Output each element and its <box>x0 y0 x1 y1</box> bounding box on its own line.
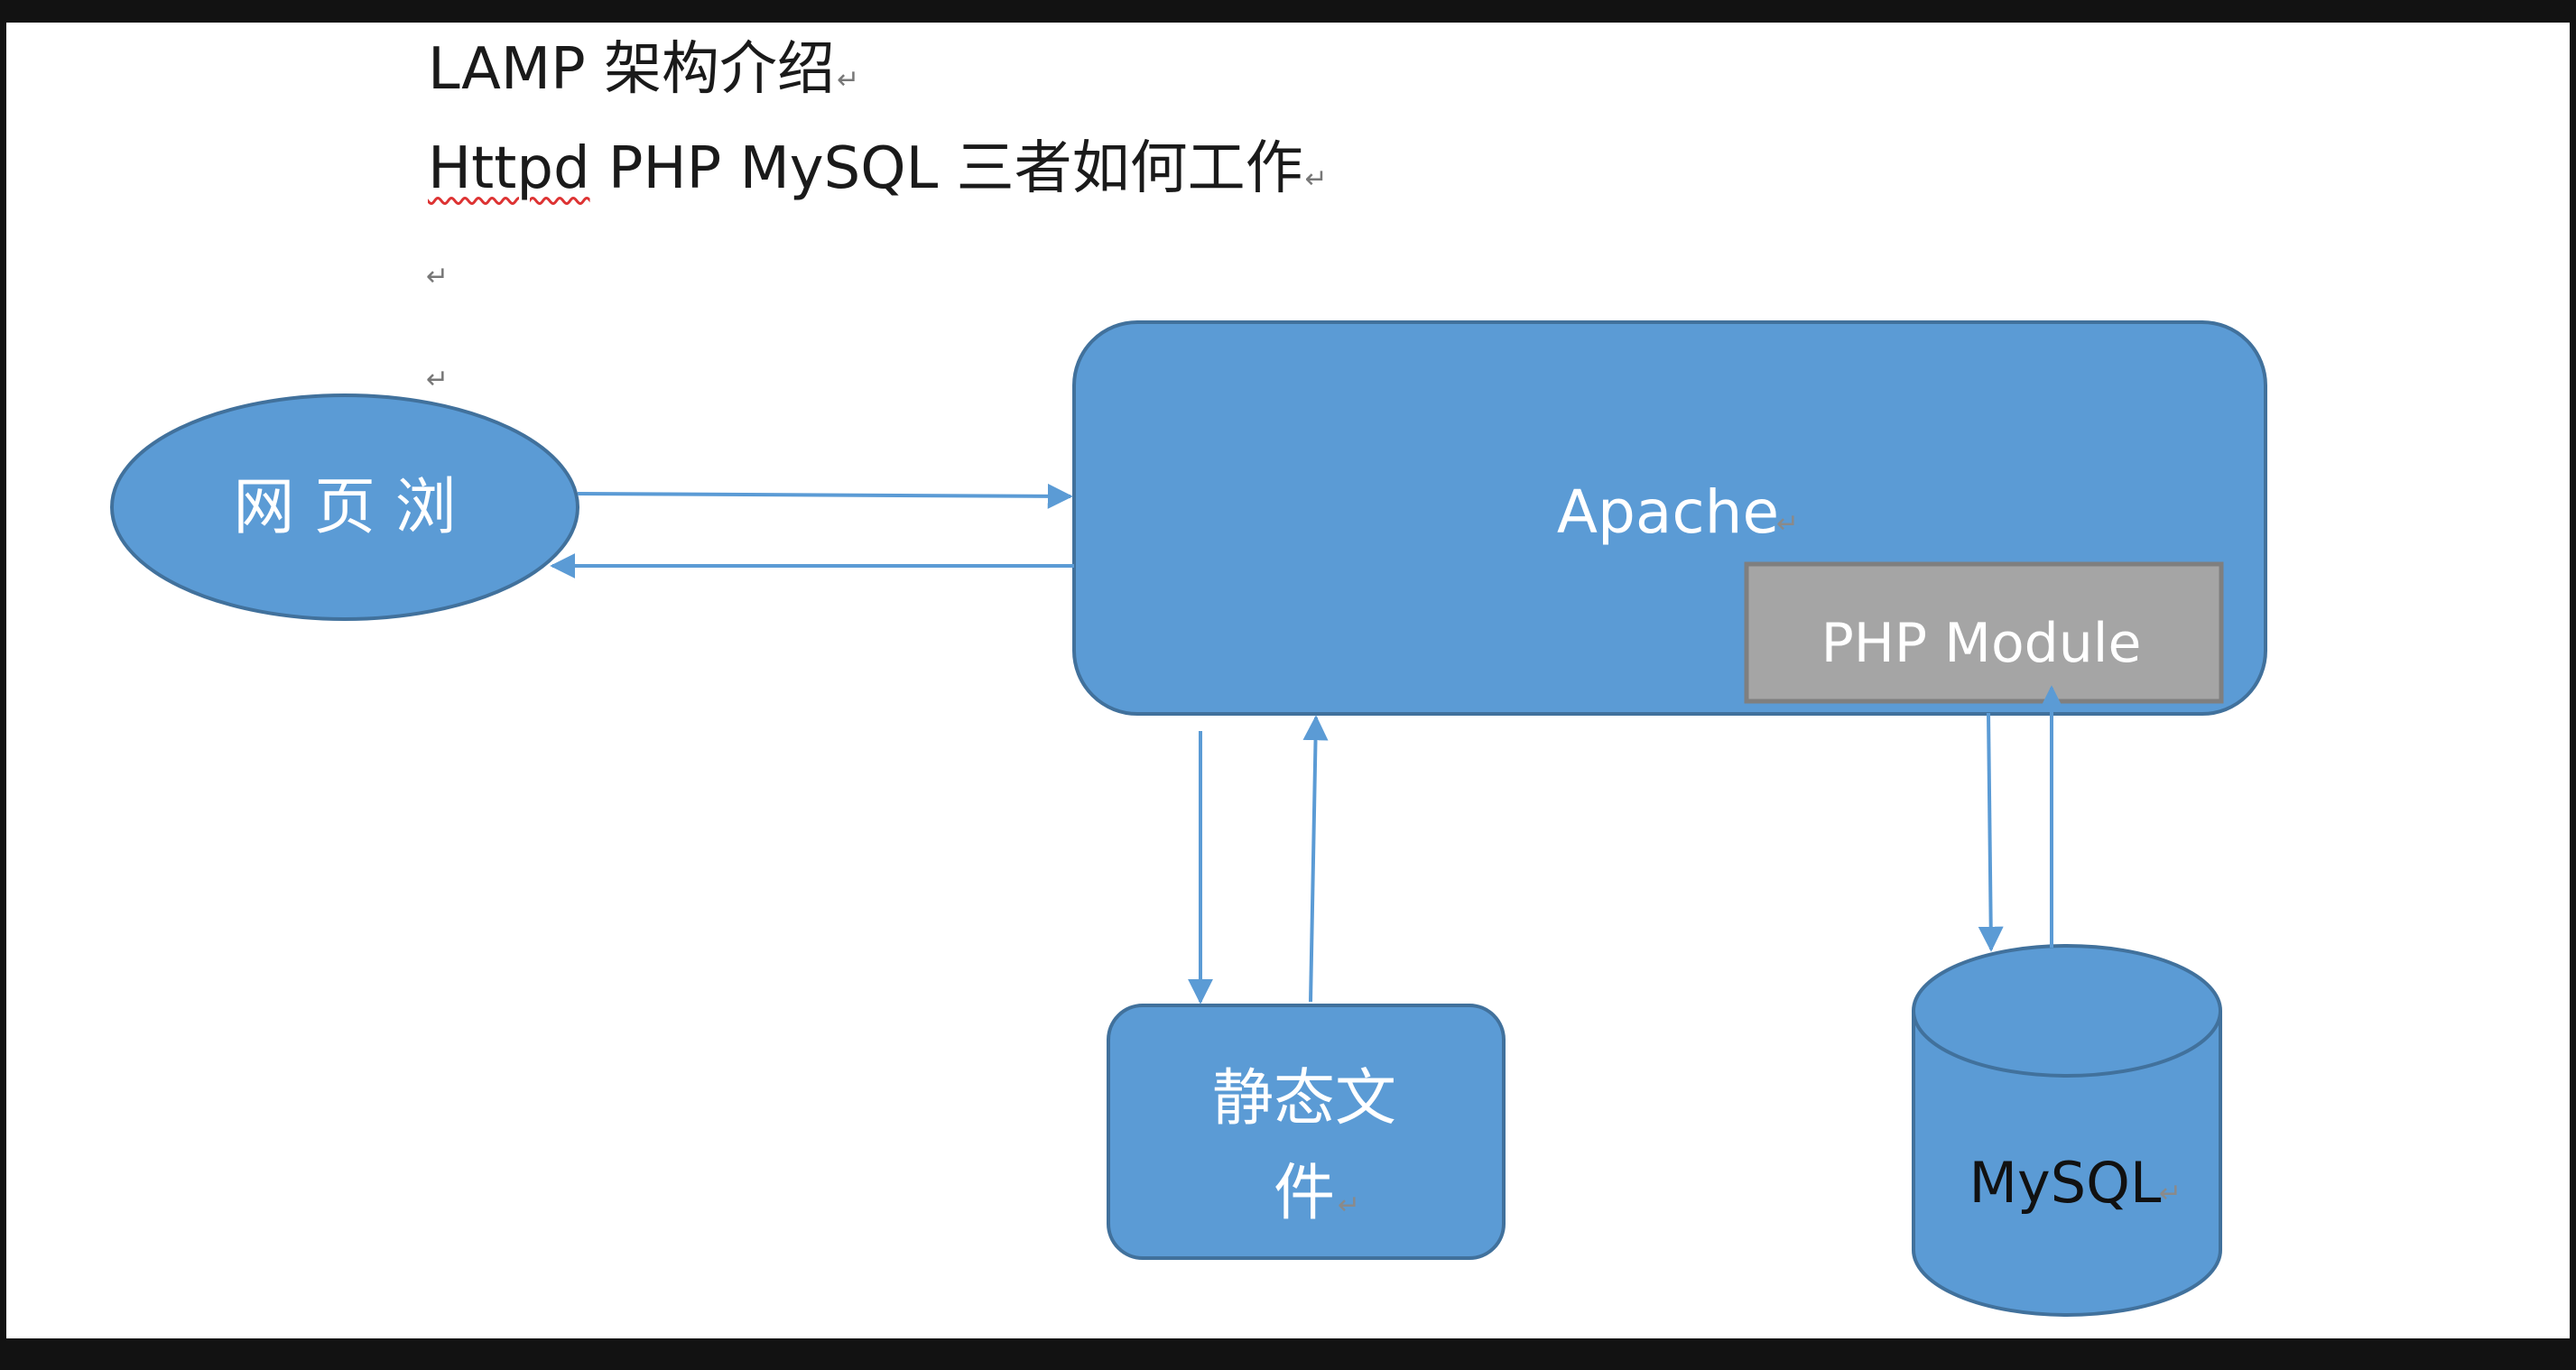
static-files-label-line2: 件 <box>1274 1158 1335 1229</box>
empty-paragraph-mark-icon: ↵ <box>426 261 449 292</box>
arrow-browser-to-apache <box>577 483 1073 509</box>
paragraph-mark-icon: ↵ <box>1338 1189 1360 1221</box>
browser-label: 网 页 浏 <box>233 472 456 543</box>
paragraph-mark-icon: ↵ <box>1776 508 1799 540</box>
mysql-node: MySQL ↵ <box>1912 944 2222 1317</box>
empty-paragraph-mark-icon: ↵ <box>426 364 449 395</box>
mysql-cylinder-body <box>1912 1011 2222 1317</box>
paragraph-mark-icon: ↵ <box>2159 1178 2182 1209</box>
doc-heading: LAMP 架构介绍 <box>428 36 836 103</box>
static-files-box <box>1107 1004 1506 1260</box>
mysql-cylinder-top <box>1912 944 2222 1078</box>
arrow-static-files-to-apache <box>1302 715 1329 1003</box>
doc-heading-line: LAMP 架构介绍↵ <box>428 41 859 98</box>
doc-subheading-httpd: Httpd <box>428 135 590 202</box>
mysql-label: MySQL <box>1969 1150 2162 1216</box>
php-module-label: PHP Module <box>1821 612 2142 675</box>
paragraph-mark-icon: ↵ <box>837 64 860 96</box>
doc-subheading-rest: PHP MySQL 三者如何工作 <box>589 135 1303 202</box>
php-module-box <box>1744 561 2224 704</box>
arrow-php-module-to-mysql <box>1978 712 2004 952</box>
static-files-node: 静态文 件 ↵ <box>1107 1004 1506 1260</box>
doc-subheading-line: Httpd PHP MySQL 三者如何工作↵ <box>428 140 1328 198</box>
apache-label: Apache <box>1557 477 1779 547</box>
php-module-node: PHP Module <box>1744 561 2224 704</box>
browser-ellipse <box>110 393 579 621</box>
paragraph-mark-icon: ↵ <box>1304 163 1328 195</box>
static-files-label-line1: 静态文 <box>1212 1063 1396 1134</box>
browser-node: 网 页 浏 <box>110 393 579 621</box>
